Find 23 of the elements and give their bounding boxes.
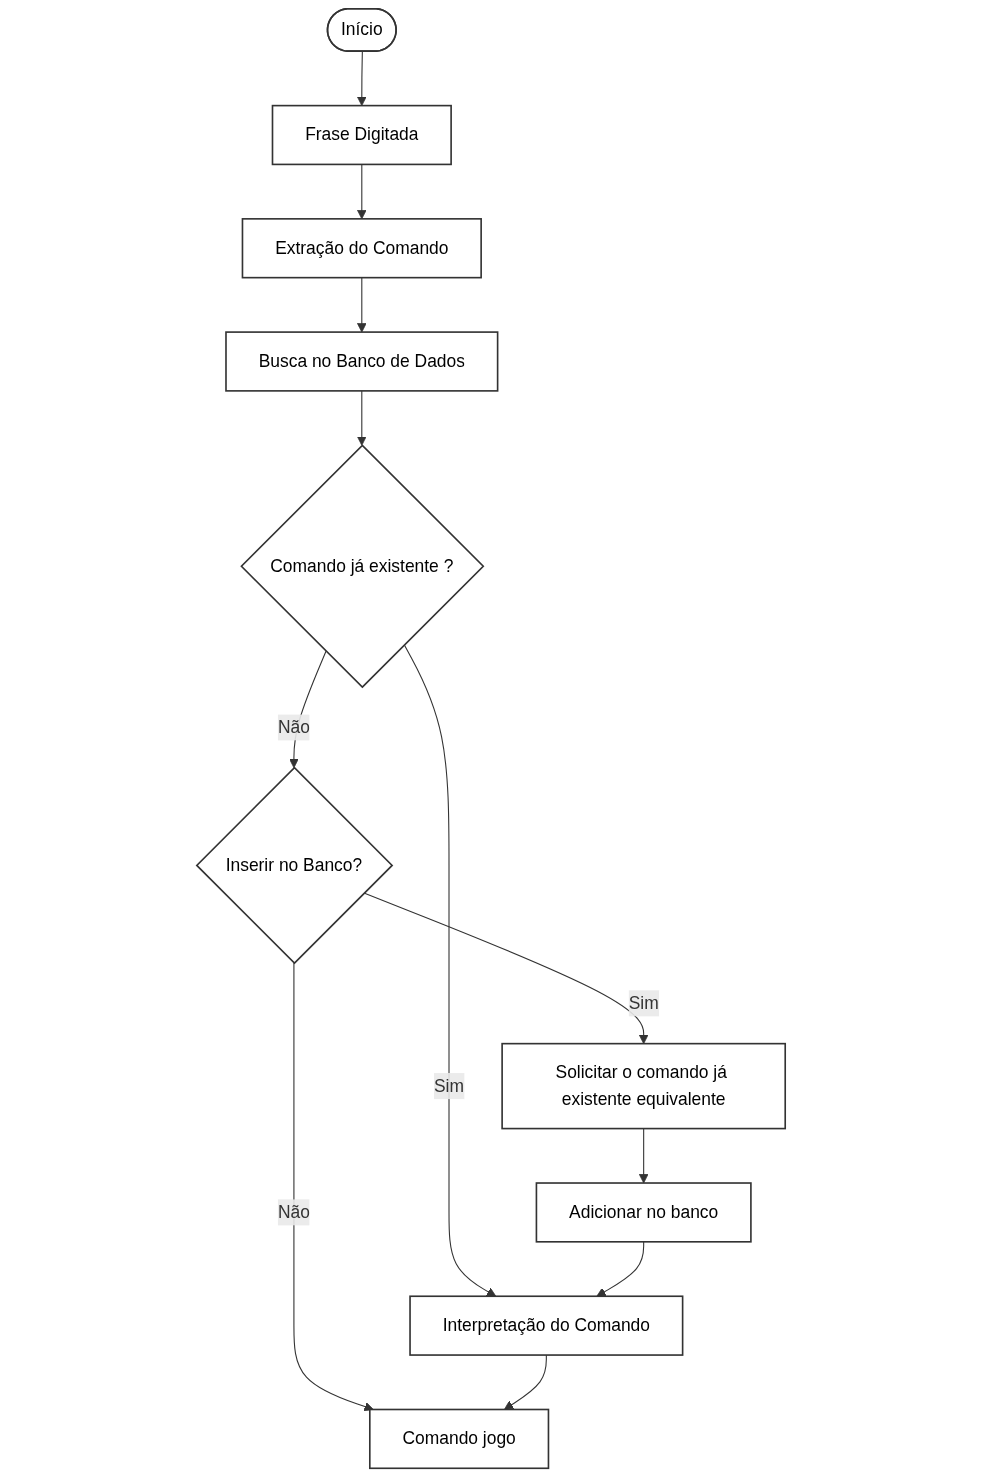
arrow bbox=[357, 390, 367, 446]
node-diamond: Inserir no Banco? bbox=[195, 766, 394, 965]
edge-label: Sim bbox=[628, 993, 659, 1013]
node-diamond: Comando já existente ? bbox=[240, 444, 485, 689]
arrow bbox=[357, 51, 367, 107]
edge-label: Sim bbox=[434, 1076, 465, 1095]
arrow bbox=[638, 1128, 649, 1184]
arrow bbox=[357, 163, 367, 220]
node-box: Busca no Banco de Dados bbox=[225, 331, 499, 392]
node-box: Adicionar no banco bbox=[535, 1182, 752, 1243]
node-box: Frase Digitada bbox=[271, 104, 452, 166]
arrow bbox=[357, 277, 367, 333]
arrow bbox=[596, 1241, 645, 1297]
node-box: Comando jogo bbox=[369, 1408, 550, 1470]
arrow bbox=[504, 1354, 547, 1410]
node-box: Extração do Comando bbox=[241, 218, 482, 279]
node-box: Solicitar o comando já existente equivalente bbox=[501, 1042, 787, 1130]
arrow bbox=[363, 892, 649, 1045]
arrow bbox=[403, 644, 497, 1297]
arrow bbox=[293, 962, 374, 1412]
edge-label: Não bbox=[277, 717, 310, 737]
node-box: Interpretação do Comando bbox=[409, 1295, 684, 1356]
edge-label: Não bbox=[277, 1202, 310, 1222]
